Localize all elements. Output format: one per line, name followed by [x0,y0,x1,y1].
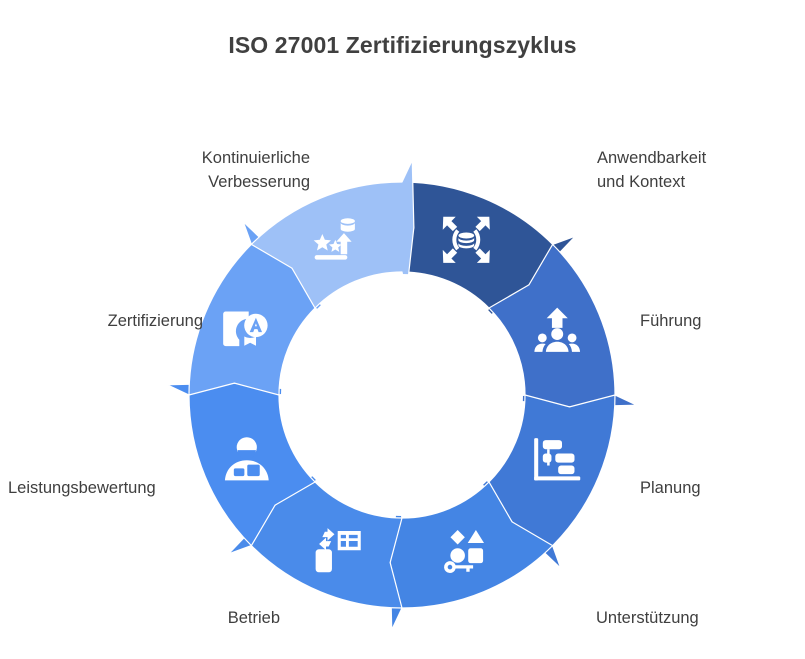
segment-label-kontinuierliche-verbesserung: Kontinuierliche Verbesserung [201,149,310,191]
segment-label-fuehrung: Führung [640,312,702,330]
scope-context-icon [442,216,490,263]
cycle-segment-zertifizierung[interactable] [188,221,335,396]
segment-label-planung: Planung [640,479,701,497]
cycle-segment-kontinuierliche-verbesserung[interactable] [250,159,415,309]
segment-shape-kontinuierliche-verbesserung [250,159,415,309]
segment-label-unterstuetzung: Unterstützung [596,609,699,627]
segment-label-leistungsbewertung: Leistungsbewertung [8,479,156,497]
cycle-segment-leistungsbewertung[interactable] [166,382,316,547]
cycle-segment-anwendbarkeit-und-kontext[interactable] [401,181,576,328]
cycle-segment-fuehrung[interactable] [488,243,638,408]
segment-label-zertifizierung: Zertifizierung [107,312,203,330]
planning-chart-icon [534,438,581,481]
performance-person-icon [224,437,269,481]
page-title: ISO 27001 Zertifizierungszyklus [228,32,577,58]
cycle-center-hub [281,274,523,516]
continuous-improvement-icon [313,218,355,260]
certificate-icon [223,311,268,347]
segment-label-betrieb: Betrieb [227,609,280,627]
segment-label-anwendbarkeit-und-kontext: Anwendbarkeit und Kontext [597,149,707,191]
operations-device-icon [315,528,361,573]
